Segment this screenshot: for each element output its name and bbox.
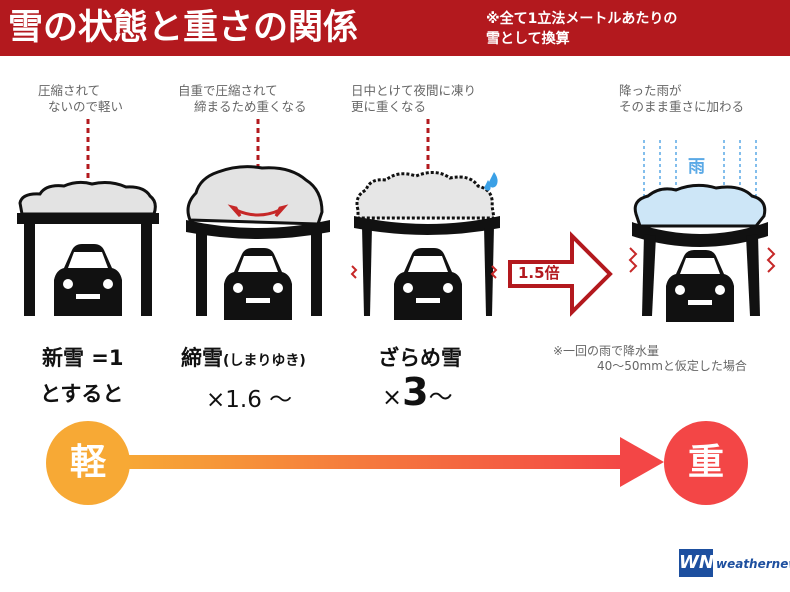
weight-gauge-arrow bbox=[120, 437, 664, 487]
compacted-snow-carport bbox=[186, 165, 330, 320]
light-badge: 軽 bbox=[46, 421, 130, 505]
granular-snow-carport bbox=[350, 171, 500, 320]
compression-arrow-icon bbox=[235, 208, 281, 217]
panel3-caption-line1: 日中とけて夜間に凍り bbox=[351, 83, 477, 98]
panel3-label-line2: ×3～ bbox=[382, 370, 453, 414]
panel1-label-line2: とすると bbox=[40, 382, 124, 406]
panel4-note-line1: ※一回の雨で降水量 bbox=[553, 344, 660, 358]
panel3-tilde: ～ bbox=[428, 383, 453, 411]
panel2-caption-line1: 自重で圧縮されて bbox=[178, 83, 278, 98]
panel1-caption-line1: 圧縮されて bbox=[38, 83, 101, 98]
arrow-label: 1.5倍 bbox=[518, 264, 560, 282]
rain-lines bbox=[643, 140, 757, 200]
rain-snow-carport bbox=[628, 183, 776, 322]
header-note-line2: 雪として換算 bbox=[486, 31, 570, 47]
page-title: 雪の状態と重さの関係 bbox=[8, 8, 359, 48]
panel3-caption-line2: 更に重くなる bbox=[351, 99, 427, 114]
weathernews-logo-text: weathernews bbox=[716, 557, 790, 571]
increase-arrow bbox=[508, 231, 613, 317]
panel2-label-line1: 締雪 bbox=[181, 346, 223, 370]
header-note-line1: ※全て1立法メートルあたりの bbox=[486, 11, 678, 27]
panel4-caption-line1: 降った雨が bbox=[619, 83, 682, 98]
panel1-caption-line2: ないので軽い bbox=[48, 99, 124, 114]
weathernews-logo-mark: WN bbox=[679, 549, 714, 577]
header-bar bbox=[0, 0, 790, 56]
shake-mark-icon bbox=[350, 265, 358, 279]
panel3-label-line1: ざらめ雪 bbox=[378, 346, 462, 370]
water-drop-icon bbox=[488, 172, 498, 188]
panel2-label-line1-wrap: 締雪(しまりゆき) bbox=[181, 342, 306, 372]
new-snow-carport bbox=[17, 180, 159, 316]
illustration-area bbox=[17, 119, 776, 322]
panel3-number: 3 bbox=[402, 370, 429, 414]
strain-mark-icon bbox=[628, 247, 638, 273]
panel4-caption-line2: そのまま重さに加わる bbox=[619, 99, 745, 114]
heavy-badge: 重 bbox=[664, 421, 748, 505]
panel2-caption-line2: 締まるため重くなる bbox=[194, 99, 307, 114]
panel4-note-line2: 40～50mmと仮定した場合 bbox=[597, 359, 747, 373]
panel3-multiplier: × bbox=[382, 383, 403, 411]
panel1-label-line1: 新雪 =1 bbox=[42, 346, 124, 370]
rain-label: 雨 bbox=[688, 157, 705, 177]
panel2-label-line2: ×1.6 ～ bbox=[206, 387, 293, 413]
panel2-label-sub: (しまりゆき) bbox=[223, 353, 306, 369]
